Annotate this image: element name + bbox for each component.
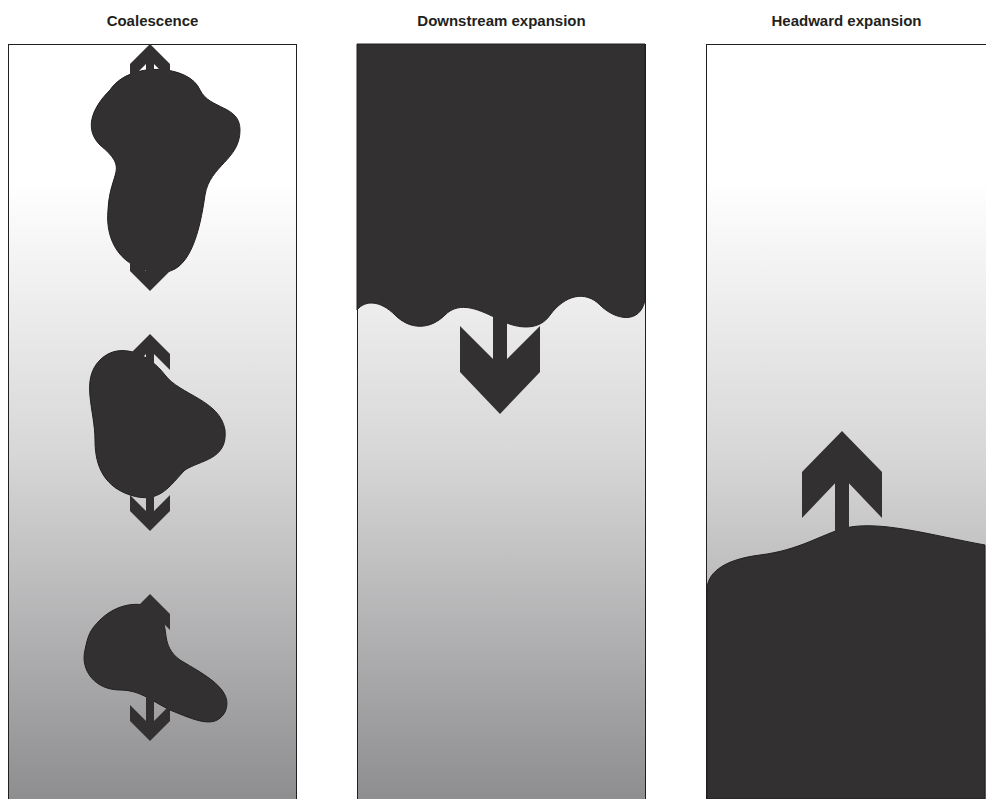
panel: Coalescence — [8, 44, 297, 799]
panel-title: Coalescence — [0, 11, 316, 31]
panel: Headward expansion — [706, 44, 986, 799]
panel: Downstream expansion — [357, 44, 646, 799]
panel-title: Headward expansion — [687, 11, 986, 31]
panel-title: Downstream expansion — [338, 11, 665, 31]
